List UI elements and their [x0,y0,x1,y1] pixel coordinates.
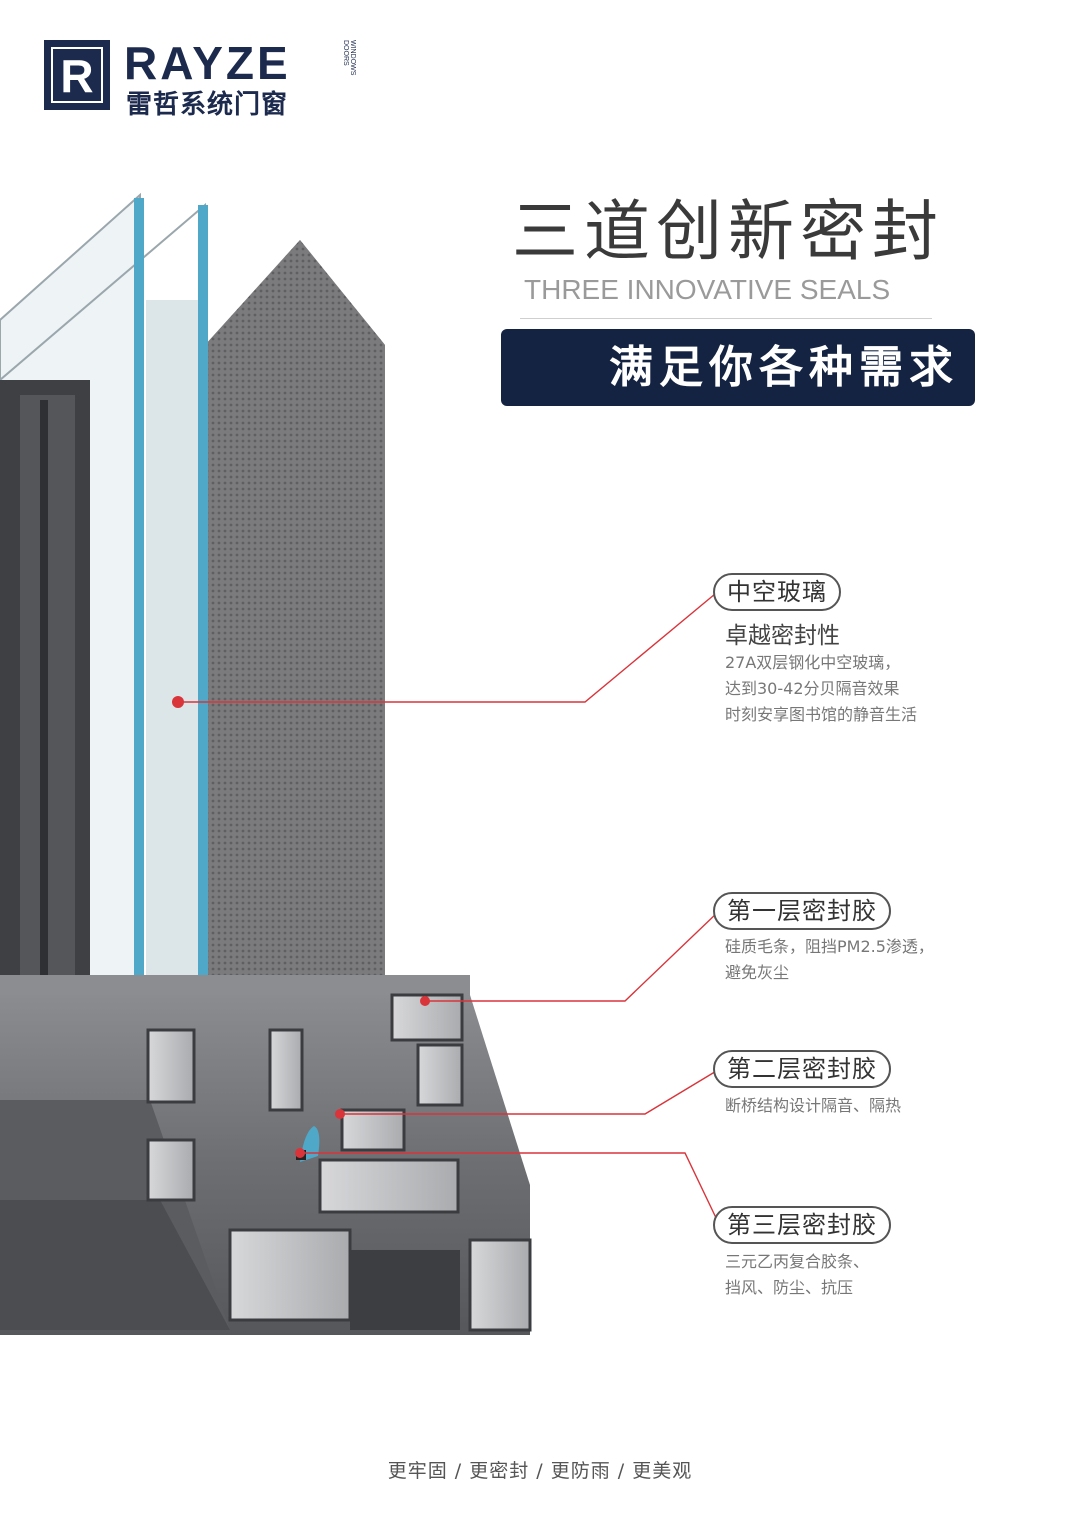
glass-edge-outer [134,198,144,988]
callout-label-seal-1: 第一层密封胶 [713,892,891,930]
page-title: 三道创新密封 [512,193,944,270]
slogan-text: 满足你各种需求 [609,342,959,393]
screen-mesh [205,240,385,985]
logo-side-line-2: DOORS [342,40,349,66]
callout-desc-line: 达到30-42分贝隔音效果 [725,679,900,698]
callout-desc-seal-3: 三元乙丙复合胶条、 挡风、防尘、抗压 [725,1249,869,1301]
logo-mark-icon: R [44,40,110,110]
callout-desc-line: 27A双层钢化中空玻璃， [725,653,901,672]
pointer-dot-glass [172,696,184,708]
logo-brand-name: RAYZE [124,37,291,89]
callout-desc-line: 断桥结构设计隔音、隔热 [725,1096,902,1115]
callout-desc-line: 时刻安享图书馆的静音生活 [725,705,918,724]
logo-side-line-1: WINDOWS [349,40,356,76]
pointer-dot-seal-1 [420,996,430,1006]
callout-sub-hollow-glass: 卓越密封性 [725,623,840,649]
pointer-dot-seal-3 [295,1148,305,1158]
brand-logo: R RAYZE 雷哲系统门窗 WINDOWS DOORS [44,37,364,120]
logo-chinese-name: 雷哲系统门窗 [126,90,289,120]
footer-tagline: 更牢固 / 更密封 / 更防雨 / 更美观 [387,1460,693,1482]
callout-desc-line: 三元乙丙复合胶条、 [725,1252,870,1271]
window-profile-illustration [0,192,532,1335]
callout-desc-line: 硅质毛条，阻挡PM2.5渗透， [725,937,934,956]
slogan-banner: 满足你各种需求 [501,329,975,406]
callout-label-hollow-glass: 中空玻璃 [713,573,841,611]
page-title-english: THREE INNOVATIVE SEALS [524,274,891,305]
callout-desc-seal-1: 硅质毛条，阻挡PM2.5渗透， 避免灰尘 [725,934,934,986]
logo-side-text: WINDOWS DOORS [342,40,356,82]
callout-label-seal-2: 第二层密封胶 [713,1050,891,1088]
callout-label-seal-3: 第三层密封胶 [713,1206,891,1244]
callout-desc-seal-2: 断桥结构设计隔音、隔热 [725,1093,901,1119]
glass-edge-inner [198,205,208,988]
callout-desc-line: 避免灰尘 [725,963,790,982]
title-divider [520,318,932,319]
pointer-dot-seal-2 [335,1109,345,1119]
callout-desc-line: 挡风、防尘、抗压 [725,1278,854,1297]
logo-mark-letter: R [60,50,94,102]
callout-desc-hollow-glass: 27A双层钢化中空玻璃， 达到30-42分贝隔音效果 时刻安享图书馆的静音生活 [725,650,917,728]
